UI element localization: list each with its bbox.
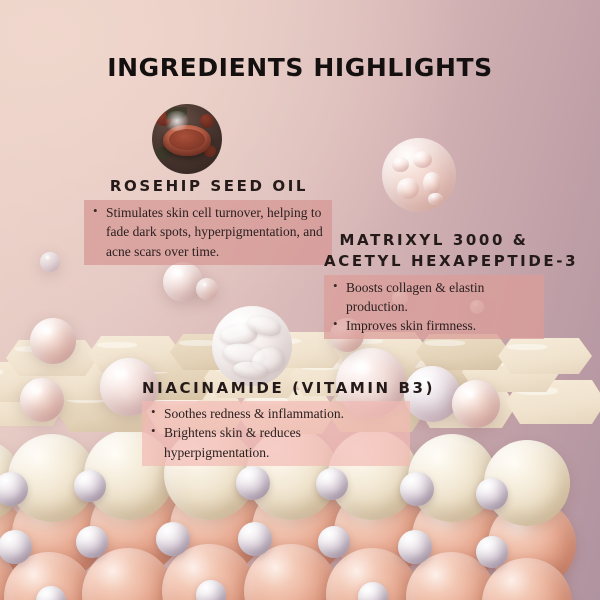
niacinamide-cream-sphere [212,306,292,386]
lattice-pearl [0,530,32,564]
lattice-pearl [400,472,434,506]
bullet-item: Soothes redness & inflammation. [151,403,401,423]
floating-pearl-sphere [20,378,64,422]
lattice-pearl [318,526,350,558]
lattice-pearl [476,536,508,568]
rosehip-oil-bowl-photo [152,104,222,174]
slab-tile [498,338,592,374]
lattice-pearl [36,586,66,600]
ingredient-heading-matrixyl-line2: ACETYL HEXAPEPTIDE-3 [324,252,579,271]
floating-pearl-sphere [40,252,60,272]
ingredient-heading-rosehip: ROSEHIP SEED OIL [109,177,309,195]
page-title: INGREDIENTS HIGHLIGHTS [107,53,493,82]
floating-pearl-sphere [163,262,203,302]
lattice-pearl [74,470,106,502]
ingredient-heading-matrixyl-line1: MATRIXYL 3000 & [339,231,529,249]
bullet-item: Improves skin firmness. [333,315,535,335]
lattice-pearl [476,478,508,510]
lattice-pearl [236,466,270,500]
slab-tile [416,334,510,370]
bullet-item: Boosts collagen & elastin production. [333,277,535,316]
bullet-item: Stimulates skin cell turnover, helping t… [93,202,323,260]
ingredient-heading-niacinamide: NIACINAMIDE (VITAMIN B3) [142,379,436,397]
lattice-pearl [316,468,348,500]
lattice-pearl [76,526,108,558]
lattice-pearl [156,522,190,556]
ingredient-block-niacinamide: NIACINAMIDE (VITAMIN B3) Soothes redness… [142,378,436,466]
peptide-gel-sphere [382,138,456,212]
floating-pearl-sphere [452,380,500,428]
lattice-pearl [398,530,432,564]
floating-pearl-sphere [404,366,460,422]
ingredient-bullets-niacinamide: Soothes redness & inflammation. Brighten… [142,401,410,466]
ingredient-bullets-rosehip: Stimulates skin cell turnover, helping t… [84,200,332,265]
lattice-pearl [238,522,272,556]
ingredient-block-rosehip-seed-oil: ROSEHIP SEED OIL Stimulates skin cell tu… [84,176,334,265]
ingredient-bullets-matrixyl: Boosts collagen & elastin production. Im… [324,274,544,340]
bullet-item: Brightens skin & reduces hyperpigmentati… [151,422,401,461]
floating-pearl-sphere [30,318,76,364]
ingredient-block-matrixyl-3000: MATRIXYL 3000 & ACETYL HEXAPEPTIDE-3 Boo… [324,230,579,340]
lattice-pearl [358,582,388,600]
3d-molecular-skin-structure [0,330,600,600]
floating-pearl-sphere [196,278,218,300]
lattice-pearl [196,580,226,600]
lattice-pearl [0,472,28,506]
